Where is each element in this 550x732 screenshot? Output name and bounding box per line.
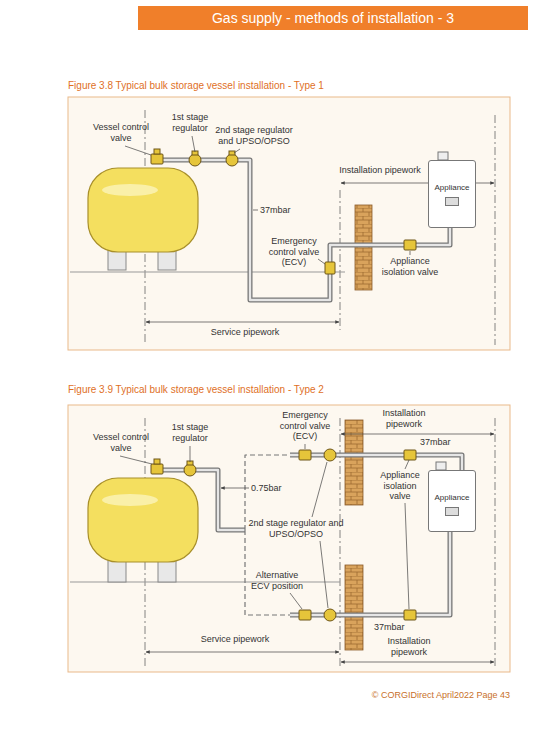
valve [324,609,336,621]
page-title: Gas supply - methods of installation - 3 [138,6,528,30]
callout-label: 1st stage regulator [165,112,215,133]
callout-label: Service pipework [180,634,290,645]
appliance-box: Appliance [428,470,476,532]
valve [151,154,163,164]
appliance-flue [436,462,446,470]
valve [151,464,163,474]
callout-label: Emergency control valve (ECV) [271,410,339,442]
appliance-flue [438,152,448,160]
callout-label: 37mbar [374,622,414,633]
dimension-arrow [341,662,494,663]
appliance-box: Appliance [428,160,476,228]
valve [154,459,160,464]
leader-line [120,444,409,609]
callout-label: Emergency control valve (ECV) [262,236,326,268]
ground-line [70,272,345,582]
storage-vessel [88,168,198,252]
appliance-display [445,197,459,206]
callout-label: 0.75bar [251,483,291,494]
brick-wall [345,565,363,650]
figure-frame [68,97,510,672]
callout-label: 37mbar [260,205,300,216]
valve [404,610,416,620]
valve [404,240,416,250]
figure-frame [68,405,510,672]
storage-vessel [102,494,158,506]
valve [226,154,238,166]
callout-label: 37mbar [420,437,460,448]
figure-caption: Figure 3.8 Typical bulk storage vessel i… [68,80,508,92]
leader-line [221,210,258,488]
brick-wall [345,420,363,505]
callout-label: 2nd stage regulator and UPSO/OPSO [248,518,344,539]
callout-label: Appliance isolation valve [380,256,440,277]
callout-label: Installation pipework [330,165,430,176]
valve [189,154,201,166]
callout-label: Vessel control valve [88,122,154,143]
storage-vessel [88,478,198,562]
storage-vessel [88,168,198,582]
appliance-display [445,507,459,516]
brick-wall [345,205,372,650]
page-footer: © CORGIDirect April2022 Page 43 [250,690,510,701]
callout-label: Vessel control valve [88,432,154,453]
valve [154,149,160,154]
storage-vessel [102,184,158,196]
dimension-arrow [146,322,339,323]
valve [325,262,335,274]
valve [324,449,336,461]
valve [299,450,311,460]
callout-label: 1st stage regulator [165,422,215,443]
leader-line [125,136,410,264]
callout-label: Appliance isolation valve [372,470,428,502]
figure-caption: Figure 3.9 Typical bulk storage vessel i… [68,384,508,396]
callout-label: Alternative ECV position [246,570,308,591]
appliance-label: Appliance [429,161,475,193]
ground-line [70,272,345,582]
valve [184,464,196,476]
header-bar: Gas supply - methods of installation - 3 [138,6,528,30]
callout-label: Installation pipework [376,636,442,657]
figure-frame [68,97,510,350]
valve [299,610,311,620]
dimension-arrow [341,434,494,435]
dimension-arrow [146,652,339,653]
callout-label: Service pipework [190,327,300,338]
valve [404,450,416,460]
callout-label: 2nd stage regulator and UPSO/OPSO [207,125,301,146]
dimension-arrow [146,183,494,662]
callout-label: Installation pipework [372,408,436,429]
appliance-label: Appliance [429,471,475,503]
leader-line [120,136,410,609]
